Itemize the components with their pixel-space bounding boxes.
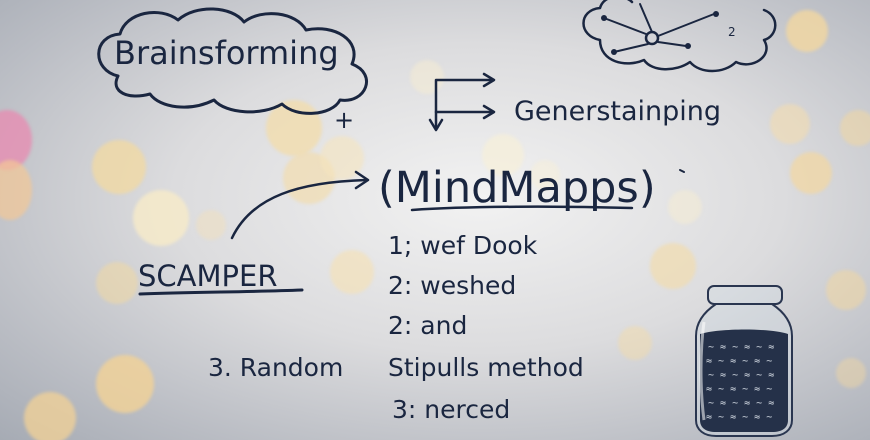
arrow-head [482, 72, 496, 88]
brainstorming-label: Brainsforming [114, 34, 339, 72]
jar-contents [700, 329, 788, 432]
mind-maps-label: (MindMapps) [378, 163, 656, 213]
jar-lid [707, 285, 783, 305]
plus-sign: + [334, 106, 354, 134]
network-node [644, 30, 660, 46]
list-item: 1; wef Dook [388, 231, 538, 260]
scamper-underline [138, 288, 304, 296]
jar-scribble: ~ ≈ ~ ≈ ~ ≈ [708, 342, 774, 353]
jar-scribble: ≈ ~ ≈ ~ ≈ ~ [706, 356, 772, 367]
network-cloud [582, 0, 777, 73]
mind-maps-tick [679, 169, 685, 173]
network-dot [601, 15, 607, 21]
curved-arrow [230, 178, 368, 240]
list-item: 3: nerced [392, 395, 510, 424]
jar-scribble: ≈ ~ ≈ ~ ≈ ~ [706, 384, 772, 395]
network-dot [685, 43, 691, 49]
scamper-label: SCAMPER [138, 259, 277, 293]
network-link [613, 43, 649, 53]
jar-scribble: ~ ≈ ~ ≈ ~ ≈ [708, 370, 774, 381]
idea-jar: ~ ≈ ~ ≈ ~ ≈ ≈ ~ ≈ ~ ≈ ~ ~ ≈ ~ ≈ ~ ≈ ≈ ~ … [695, 285, 793, 437]
mind-maps-underline [410, 205, 634, 212]
jar-highlight [699, 321, 706, 421]
jar-scribble: ~ ≈ ~ ≈ ~ ≈ [708, 398, 774, 409]
list-item: 2: weshed [388, 271, 516, 300]
network-link [639, 3, 653, 33]
network-link [657, 13, 715, 37]
brainstorm-cloud [97, 7, 368, 115]
list-item: 2: and [388, 311, 467, 340]
network-cloud-digit: 2 [728, 25, 736, 39]
network-link [657, 41, 687, 47]
network-dot [713, 11, 719, 17]
arrow-head [482, 104, 496, 120]
generating-label: Generstainping [514, 96, 721, 127]
jar-scribble: ≈ ~ ≈ ~ ≈ ~ [706, 412, 772, 423]
arrow-head [354, 170, 370, 190]
stimulus-label: Stipulls method [388, 353, 584, 382]
random-label: 3. Random [208, 353, 343, 382]
arrow-head [428, 118, 444, 132]
network-dot [611, 49, 617, 55]
network-link [603, 17, 647, 35]
bracket-arrow [434, 78, 494, 130]
